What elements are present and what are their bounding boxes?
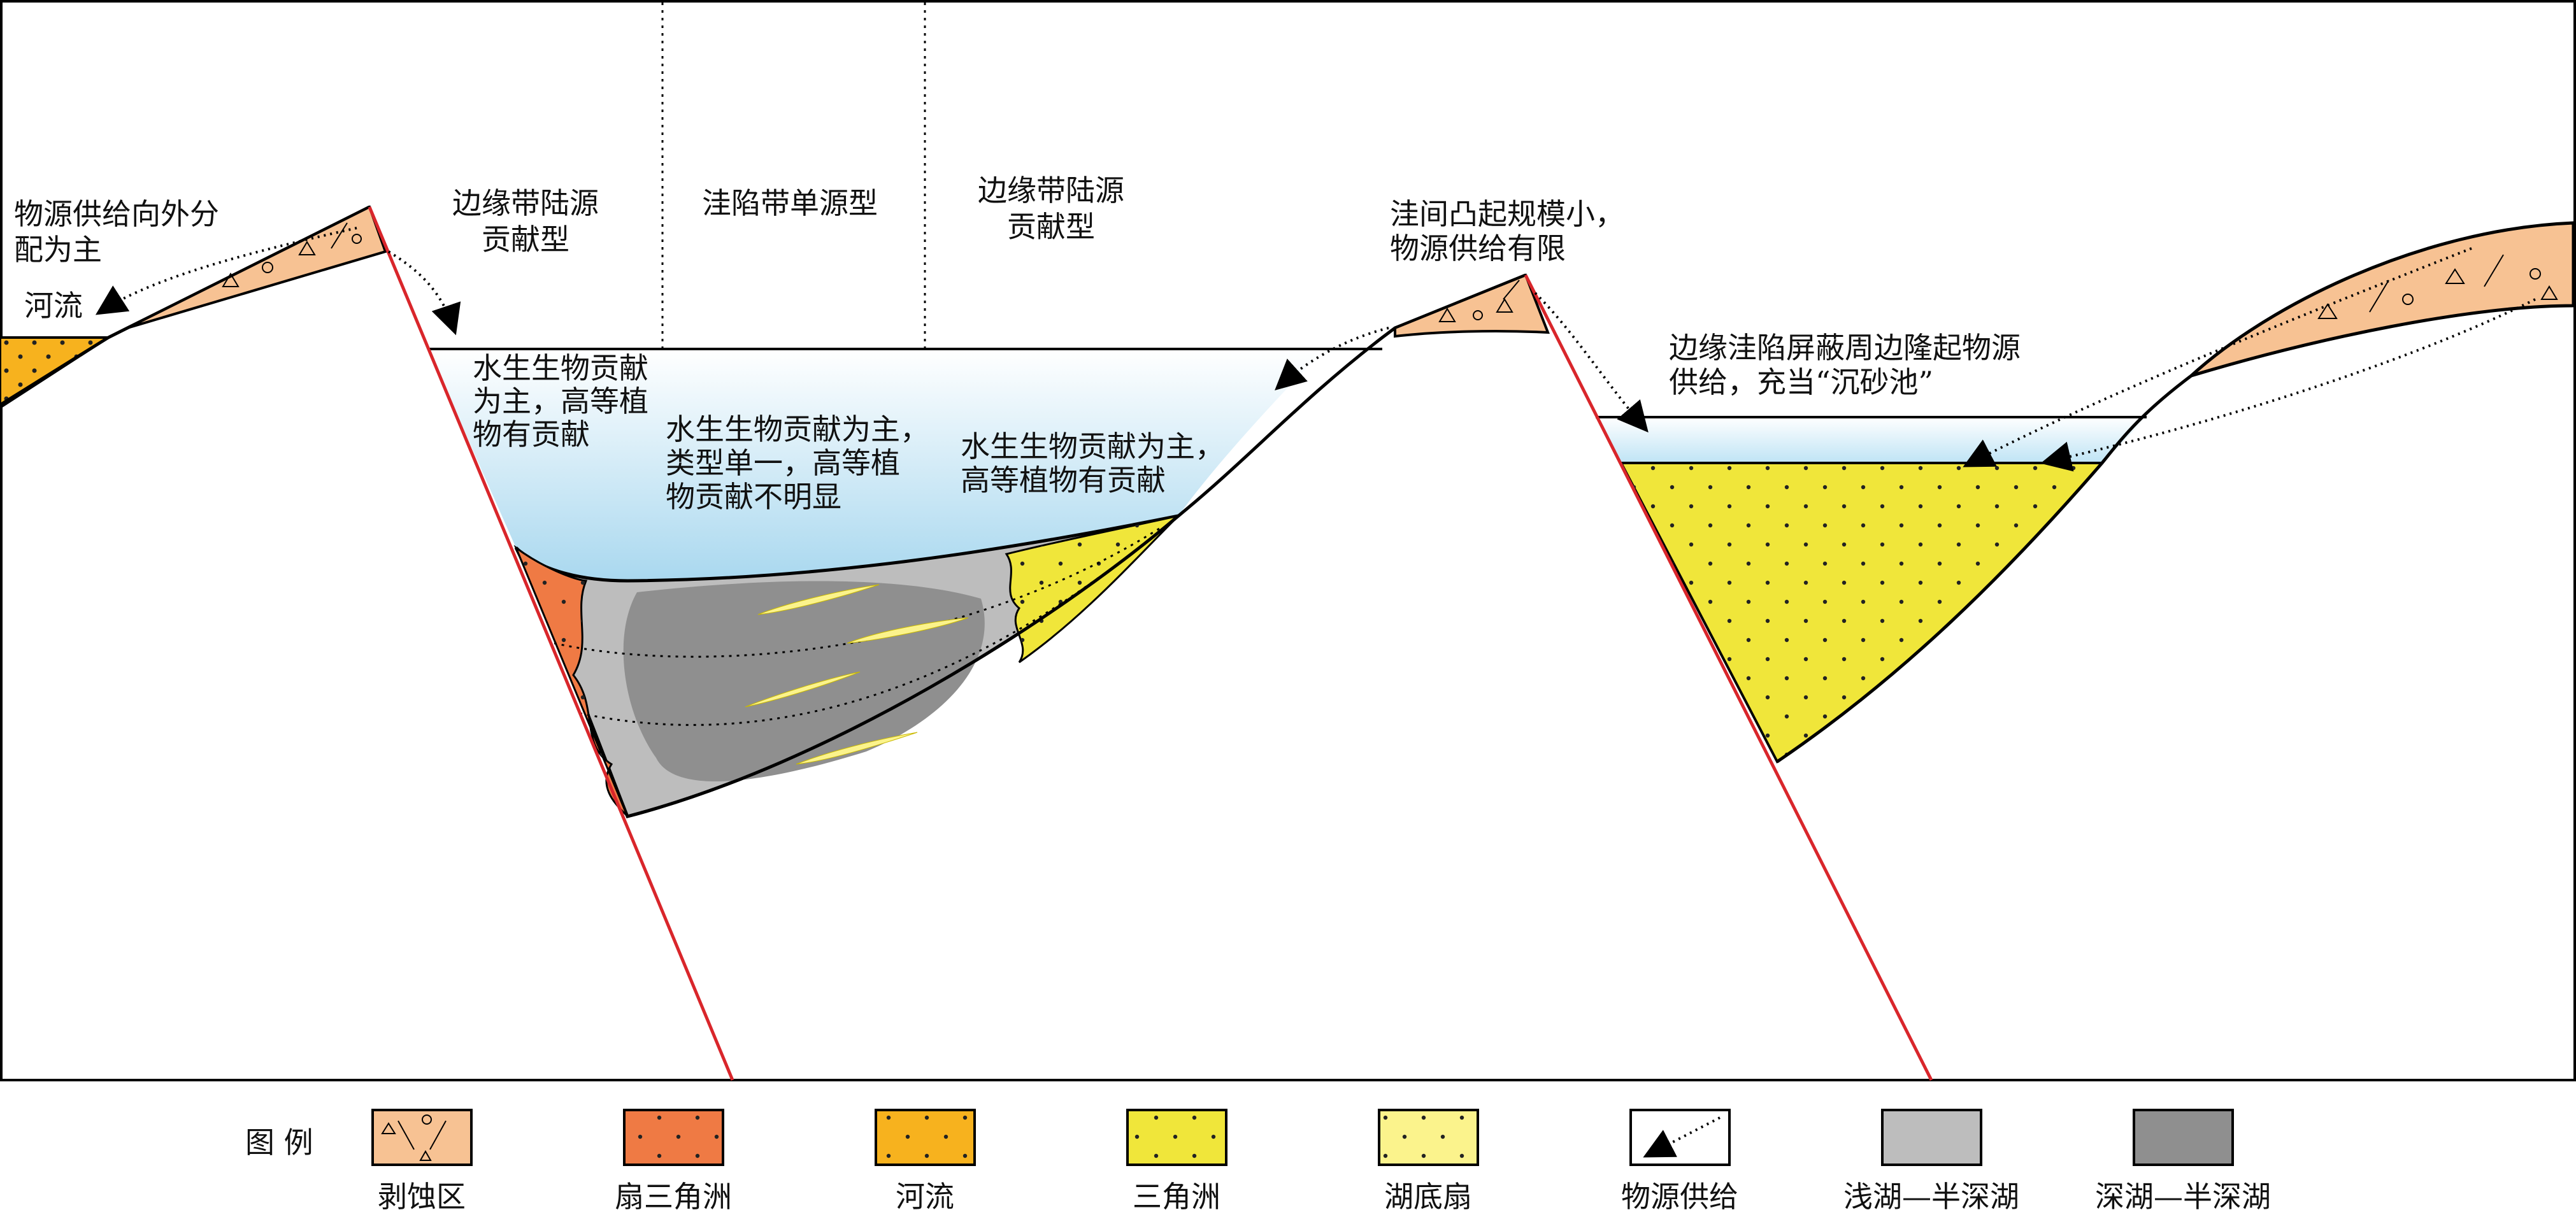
legend-swatch-deep-lake xyxy=(2133,1109,2234,1166)
label-margin-right-line2: 贡献型 xyxy=(1007,210,1095,244)
supply-arrow-right-1 xyxy=(1963,247,2472,467)
legend-swatch-river-dots xyxy=(876,1110,975,1165)
legend-label-erosion: 剥蚀区 xyxy=(378,1179,466,1214)
legend-label-river: 河流 xyxy=(896,1179,954,1214)
label-margin-left-line1: 边缘带陆源 xyxy=(452,186,599,220)
right-lake-water xyxy=(1596,417,2147,463)
right-erosion-zone xyxy=(2190,221,2575,378)
legend-swatch-sublacustrine-fan-dots xyxy=(1379,1110,1478,1165)
legend-label-delta: 三角洲 xyxy=(1133,1179,1220,1214)
label-aquatic-right-line1: 水生生物贡献为主， xyxy=(961,429,1224,464)
fan-delta-dots xyxy=(516,548,627,816)
section-frame xyxy=(0,0,2576,1081)
supply-arrow-right-2 xyxy=(2040,298,2536,472)
legend-supply-arrow xyxy=(1643,1116,1721,1158)
legend-label-sublacustrine-fan: 湖底扇 xyxy=(1384,1179,1472,1214)
legend-label-fan-delta: 扇三角洲 xyxy=(615,1179,732,1214)
label-depression-single: 洼陷带单源型 xyxy=(702,186,878,220)
label-left-supply-line1: 物源供给向外分 xyxy=(14,197,219,231)
central-erosion-zone xyxy=(1394,273,1550,338)
legend: 图 例 剥蚀区 扇三角洲 河流 三角洲 湖底扇 物源供给 xyxy=(245,1109,2271,1214)
supply-arrows xyxy=(95,227,2536,472)
legend-label-supply: 物源供给 xyxy=(1621,1179,1738,1214)
label-aquatic-mid-line1: 水生生物贡献为主， xyxy=(666,412,929,446)
sublacustrine-fan-lenses xyxy=(745,584,969,765)
legend-swatch-delta-dots xyxy=(1127,1110,1226,1165)
central-erosion-symbols xyxy=(1438,280,1520,322)
label-margin-shield-line2: 供给，充当“沉砂池” xyxy=(1669,365,1933,399)
label-aquatic-mid-line2: 类型单一，高等植 xyxy=(666,446,900,480)
legend-swatch-supply xyxy=(1629,1109,1731,1166)
legend-label-shallow-lake: 浅湖—半深湖 xyxy=(1843,1179,2019,1214)
left-erosion-symbols xyxy=(222,222,362,287)
label-margin-right-line1: 边缘带陆源 xyxy=(978,173,1124,208)
left-lake-water xyxy=(428,349,1325,581)
label-uplift-small-line2: 物源供给有限 xyxy=(1390,231,1566,266)
label-aquatic-left-line1: 水生生物贡献 xyxy=(473,351,648,385)
label-margin-shield-line1: 边缘洼陷屏蔽周边隆起物源 xyxy=(1669,331,2021,365)
left-basin-right-slope xyxy=(627,273,1526,818)
label-aquatic-left-line2: 为主，高等植 xyxy=(473,384,648,418)
label-aquatic-mid-line3: 物贡献不明显 xyxy=(666,480,841,514)
legend-erosion-symbols xyxy=(381,1114,447,1161)
supply-arrow-left-basin xyxy=(387,250,461,336)
label-left-supply-line2: 配为主 xyxy=(14,232,102,267)
supply-arrow-central-right xyxy=(1534,292,1649,433)
legend-swatch-fan-delta-dots xyxy=(624,1110,723,1165)
label-aquatic-left-line3: 物有贡献 xyxy=(473,417,590,452)
left-fault xyxy=(368,206,734,1081)
right-basin-slope xyxy=(1776,374,2193,764)
legend-label-deep-lake: 深湖—半深湖 xyxy=(2095,1179,2271,1214)
right-erosion-symbols xyxy=(2317,254,2558,319)
legend-title: 图 例 xyxy=(245,1125,313,1160)
bedding-lines xyxy=(554,527,1160,726)
legend-swatch-shallow-lake xyxy=(1881,1109,1982,1166)
label-uplift-small-line1: 洼间凸起规模小， xyxy=(1390,197,1624,231)
right-delta-dots xyxy=(1621,463,2102,762)
right-fault xyxy=(1524,274,1933,1081)
label-margin-left-line2: 贡献型 xyxy=(482,222,569,257)
label-river: 河流 xyxy=(24,288,83,323)
label-aquatic-right-line2: 高等植物有贡献 xyxy=(961,463,1166,497)
supply-arrow-central-left xyxy=(1275,327,1389,391)
